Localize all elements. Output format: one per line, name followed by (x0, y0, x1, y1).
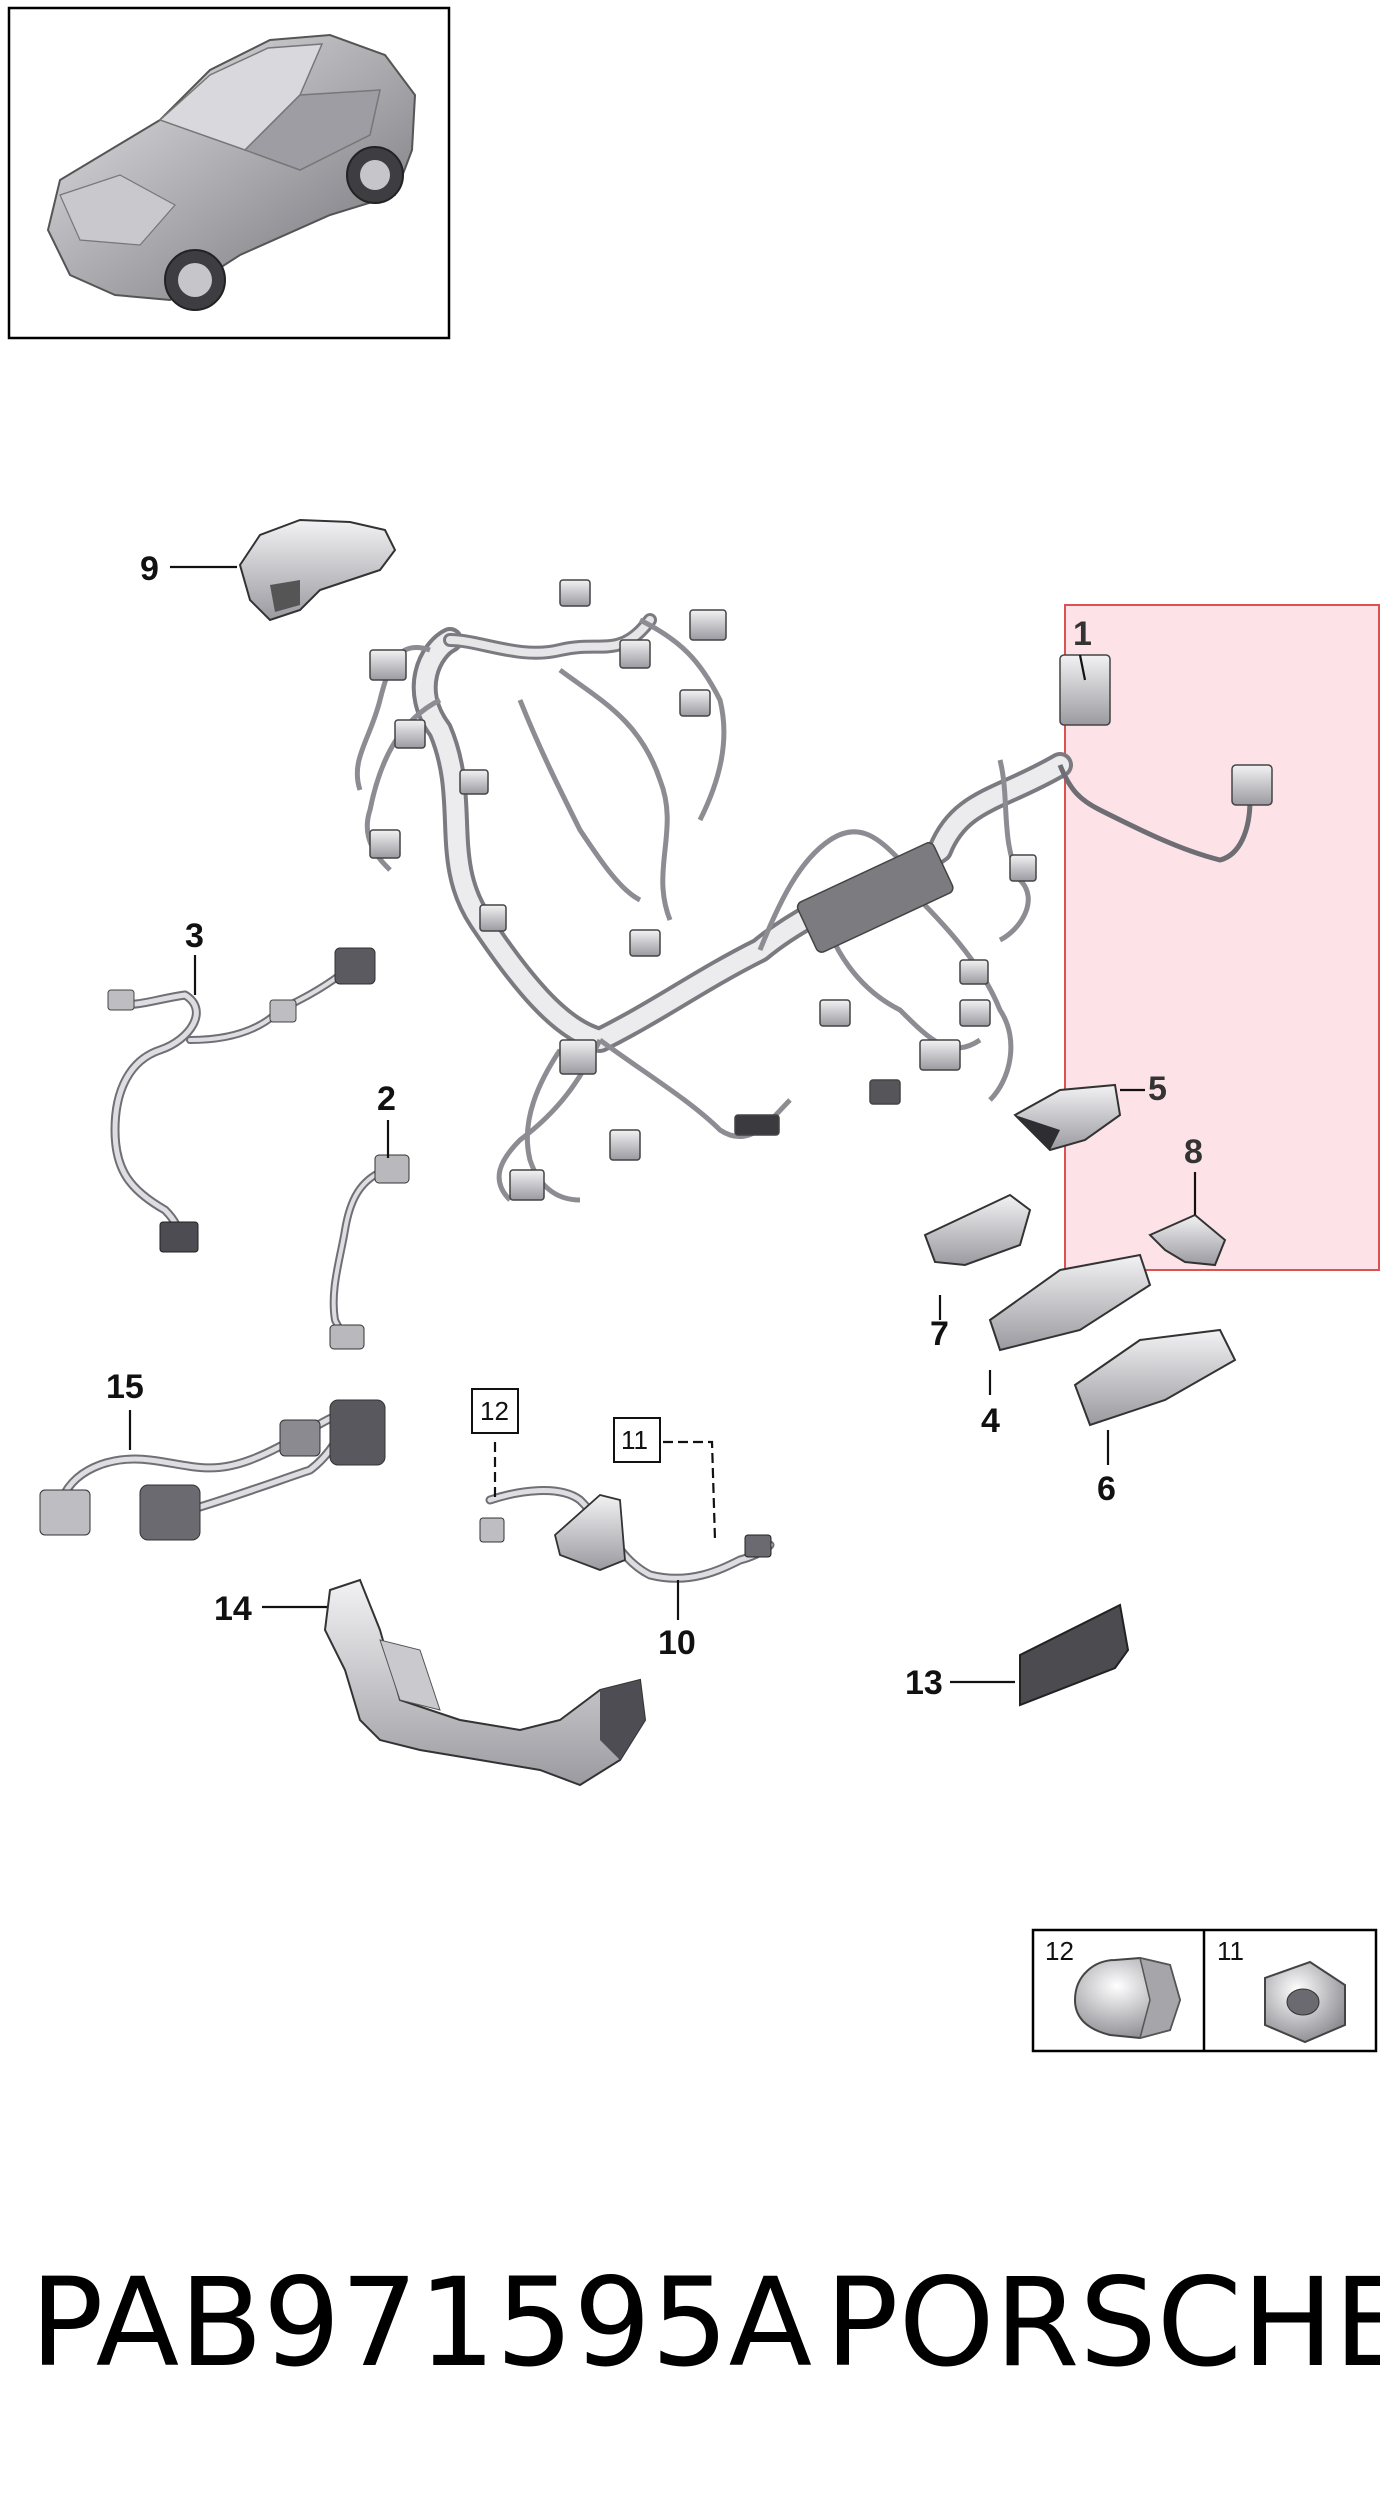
part-15-harness (39, 1399, 386, 1541)
callout-15: 15 (106, 1368, 144, 1406)
svg-text:12: 12 (480, 1396, 509, 1426)
part-13-plate (1019, 1603, 1130, 1707)
callout-7: 7 (930, 1315, 949, 1353)
legend-label-11: 11 (1217, 1936, 1244, 1966)
part-3-harness (107, 947, 376, 1253)
part-7-bracket (923, 1193, 1032, 1267)
callout-6: 6 (1097, 1470, 1116, 1508)
callout-14: 14 (214, 1590, 252, 1628)
flange-nut-icon (1264, 1960, 1346, 2044)
callout-10: 10 (658, 1624, 696, 1662)
part-5-bracket (1013, 1083, 1122, 1152)
part-4-cover (988, 1253, 1152, 1352)
acorn-nut-icon (1073, 1956, 1182, 2040)
part-6-cover (1073, 1328, 1237, 1427)
part-10-harness (479, 1486, 775, 1583)
callout-1: 1 (1073, 615, 1092, 653)
part-14-duct (323, 1578, 647, 1787)
callout-3: 3 (185, 917, 204, 955)
main-wiring-harness (354, 579, 1273, 1203)
legend-label-12: 12 (1045, 1936, 1074, 1966)
vehicle-thumbnail (7, 6, 451, 340)
brand-name: PORSCHE (825, 2252, 1380, 2394)
suv-vehicle-icon (46, 33, 417, 311)
highlight-region (1064, 604, 1380, 1271)
part-9-bracket (238, 518, 397, 622)
boxed-ref-11: 11 (613, 1417, 661, 1463)
callout-9: 9 (140, 550, 159, 588)
callout-2: 2 (377, 1080, 396, 1118)
part-2-harness (329, 1154, 410, 1350)
callout-4: 4 (981, 1402, 1000, 1440)
hardware-legend-box: 12 11 (1031, 1928, 1378, 2053)
boxed-ref-12: 12 (471, 1388, 519, 1434)
part-code: PAB971595A (30, 2252, 812, 2394)
callout-8: 8 (1184, 1133, 1203, 1171)
callout-5: 5 (1148, 1070, 1167, 1108)
callouts: 1 2 3 4 5 6 7 8 9 10 13 14 15 (106, 550, 1203, 1702)
leader-lines (128, 565, 1197, 1684)
svg-text:11: 11 (621, 1425, 648, 1455)
callout-13: 13 (905, 1664, 943, 1702)
